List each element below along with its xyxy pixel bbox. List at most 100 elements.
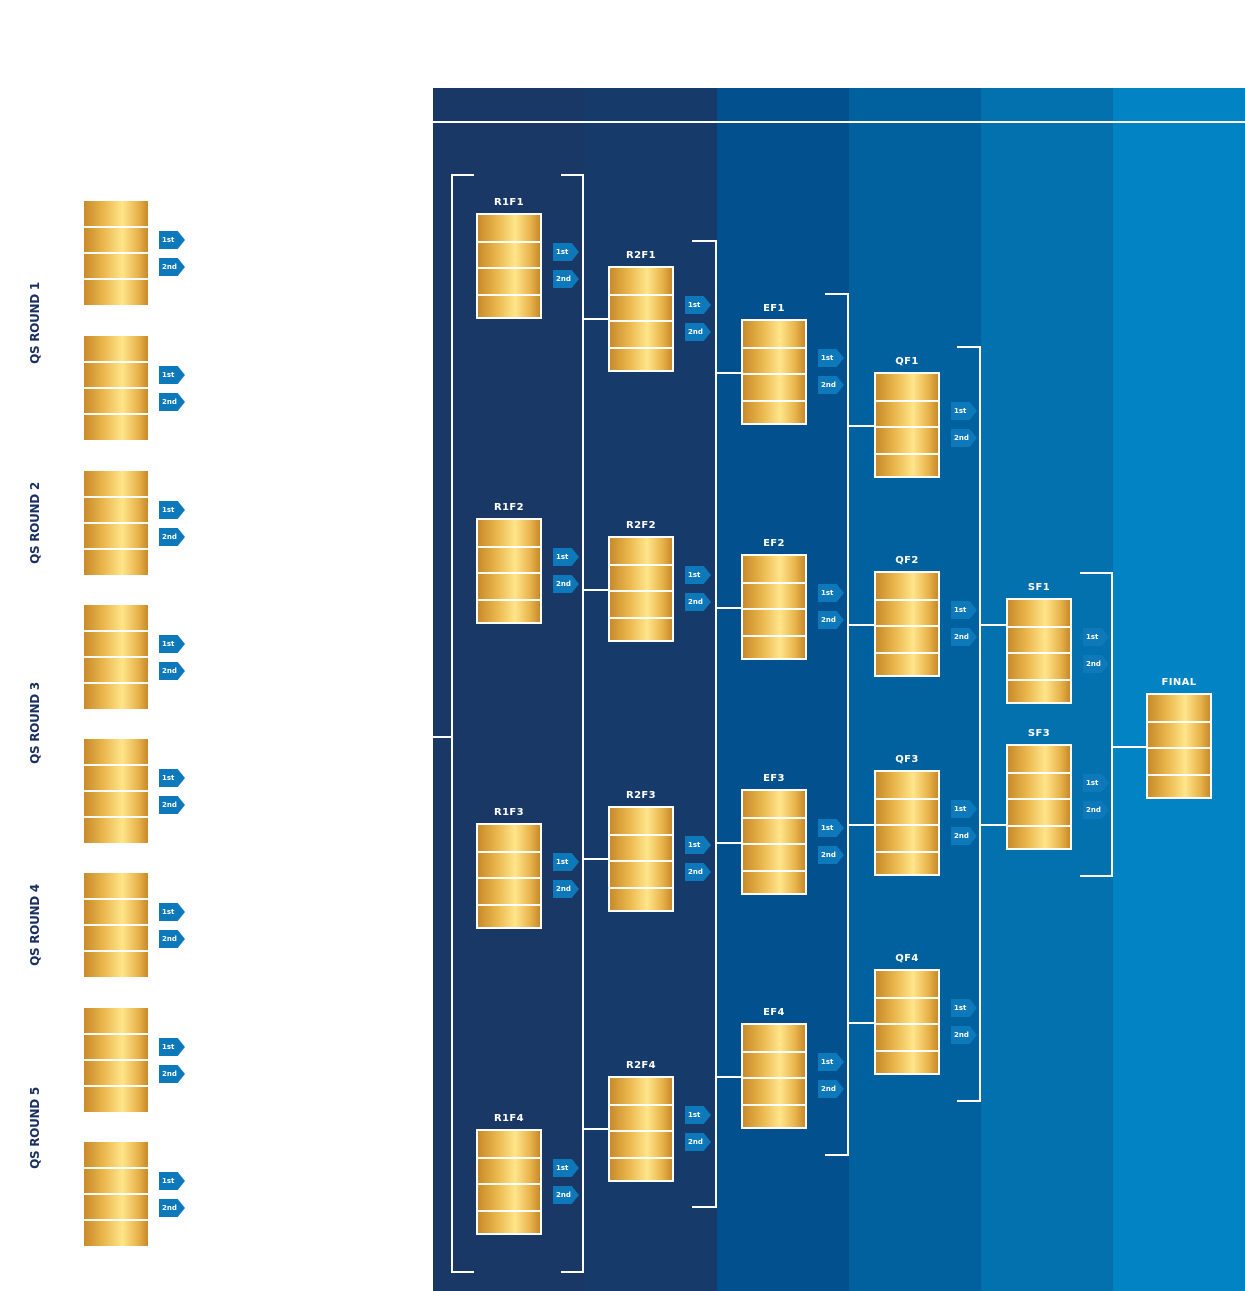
heat-slot: [743, 870, 805, 872]
heat-slot: [84, 764, 148, 766]
qs-heat-box: [84, 605, 148, 709]
first-place-arrow-icon: 1st: [951, 999, 977, 1017]
heat-slot: [1148, 747, 1210, 749]
heat-slot: [876, 625, 938, 627]
heat-slot: [1008, 772, 1070, 774]
heat-slot: [1148, 721, 1210, 723]
first-place-arrow-icon: 1st: [685, 296, 711, 314]
first-place-arrow-icon: 1st: [553, 243, 579, 261]
first-place-arrow-icon: 1st: [159, 1172, 185, 1190]
second-place-arrow-icon: 2nd: [685, 593, 711, 611]
heat-slot: [84, 898, 148, 900]
first-place-arrow-icon: 1st: [1083, 628, 1109, 646]
heat-slot: [1148, 774, 1210, 776]
qs-heat-box: [84, 1008, 148, 1112]
connector-line: [717, 607, 741, 609]
connector-line: [825, 293, 848, 295]
heat-slot: [610, 887, 672, 889]
first-place-arrow-icon: 1st: [553, 853, 579, 871]
connector-line: [849, 624, 874, 626]
match-box: [476, 1129, 542, 1235]
heat-slot: [876, 824, 938, 826]
qs-round-label: QS ROUND 1: [28, 282, 42, 364]
match-label: R2F4: [625, 1060, 657, 1071]
connector-line: [717, 1076, 741, 1078]
match-label: QF4: [895, 953, 919, 964]
second-place-arrow-icon: 2nd: [1083, 801, 1109, 819]
match-label: SF1: [1027, 582, 1051, 593]
second-place-arrow-icon: 2nd: [685, 323, 711, 341]
qs-heat-box: [84, 471, 148, 575]
heat-slot: [478, 851, 540, 853]
match-label: FINAL: [1161, 677, 1197, 688]
heat-slot: [84, 522, 148, 524]
heat-slot: [743, 635, 805, 637]
match-label: EF3: [763, 773, 785, 784]
match-box: [741, 1023, 807, 1129]
first-place-arrow-icon: 1st: [159, 501, 185, 519]
connector-line: [717, 842, 741, 844]
qs-round-label: QS ROUND 3: [28, 682, 42, 764]
heat-slot: [84, 790, 148, 792]
heat-slot: [610, 347, 672, 349]
qs-heat-box: [84, 739, 148, 843]
second-place-arrow-icon: 2nd: [159, 796, 185, 814]
first-place-arrow-icon: 1st: [159, 903, 185, 921]
qs-heat-box: [84, 1142, 148, 1246]
match-box: [741, 554, 807, 660]
heat-slot: [876, 426, 938, 428]
connector-line: [1113, 746, 1146, 748]
first-place-arrow-icon: 1st: [818, 1053, 844, 1071]
heat-slot: [84, 1219, 148, 1221]
heat-slot: [876, 400, 938, 402]
heat-slot: [610, 590, 672, 592]
second-place-arrow-icon: 2nd: [1083, 655, 1109, 673]
heat-slot: [876, 798, 938, 800]
heat-slot: [610, 1130, 672, 1132]
match-label: R2F3: [625, 790, 657, 801]
connector-line: [1080, 572, 1112, 574]
qs-round-label: QS ROUND 5: [28, 1087, 42, 1169]
match-label: R2F2: [625, 520, 657, 531]
match-label: EF1: [763, 303, 785, 314]
heat-slot: [84, 1033, 148, 1035]
heat-slot: [84, 816, 148, 818]
connector-line: [957, 346, 980, 348]
match-label: R2F1: [625, 250, 657, 261]
first-place-arrow-icon: 1st: [159, 635, 185, 653]
band-final: [1113, 88, 1245, 1291]
heat-slot: [478, 877, 540, 879]
heat-slot: [743, 1051, 805, 1053]
heat-slot: [84, 1167, 148, 1169]
heat-slot: [478, 904, 540, 906]
heat-slot: [84, 656, 148, 658]
connector-line: [582, 174, 584, 1273]
connector-line: [979, 346, 981, 1102]
heat-slot: [84, 387, 148, 389]
heat-slot: [610, 1104, 672, 1106]
heat-slot: [478, 241, 540, 243]
match-box: [608, 1076, 674, 1182]
first-place-arrow-icon: 1st: [553, 1159, 579, 1177]
qs-heat-box: [84, 873, 148, 977]
heat-slot: [84, 1193, 148, 1195]
heat-slot: [743, 373, 805, 375]
match-label: R1F2: [493, 502, 525, 513]
heat-slot: [84, 1059, 148, 1061]
heat-slot: [610, 1157, 672, 1159]
second-place-arrow-icon: 2nd: [159, 930, 185, 948]
second-place-arrow-icon: 2nd: [951, 827, 977, 845]
second-place-arrow-icon: 2nd: [818, 376, 844, 394]
qs-heat-box: [84, 201, 148, 305]
first-place-arrow-icon: 1st: [159, 231, 185, 249]
connector-line: [451, 1271, 474, 1273]
match-label: SF3: [1027, 728, 1051, 739]
heat-slot: [84, 682, 148, 684]
heat-slot: [610, 320, 672, 322]
second-place-arrow-icon: 2nd: [553, 880, 579, 898]
second-place-arrow-icon: 2nd: [818, 611, 844, 629]
match-box: [874, 372, 940, 478]
first-place-arrow-icon: 1st: [951, 601, 977, 619]
heat-slot: [743, 400, 805, 402]
